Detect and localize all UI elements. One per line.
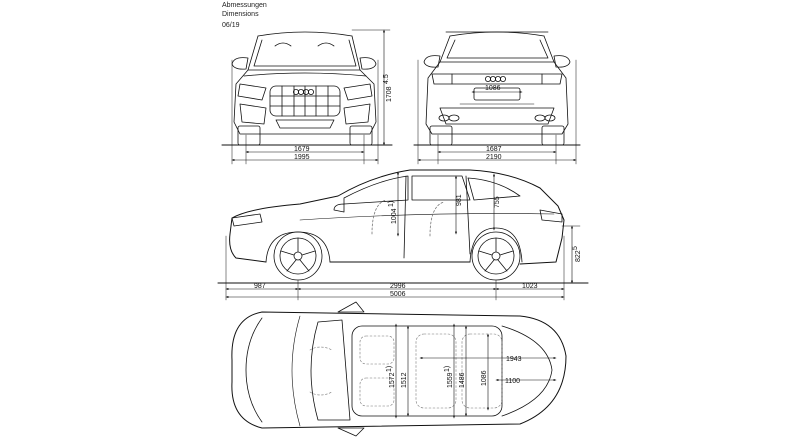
ground-sill-group: 822 5 <box>572 246 582 262</box>
headroom-rear-label: 981 <box>456 194 463 206</box>
front-height-sup: 4.5 <box>383 74 390 84</box>
rear-view <box>413 31 581 165</box>
headroom-front-group: 1004 1) <box>388 201 398 224</box>
front-overhang-label: 987 <box>254 283 266 290</box>
front-view <box>221 29 393 165</box>
revision-date: 06/19 <box>222 22 240 29</box>
shoulder-rear-label: 1486 <box>459 372 466 388</box>
rear-trunk-opening-label: 1086 <box>485 85 501 92</box>
front-width-label: 1995 <box>294 154 310 161</box>
rear-width-mirrors-label: 2190 <box>486 154 502 161</box>
elbow-rear-sup: 1) <box>444 366 451 372</box>
elbow-front-label: 1572 <box>389 372 396 388</box>
side-view <box>217 169 589 301</box>
rear-track-label: 1687 <box>486 146 502 153</box>
trunk-floor-label: 1100 <box>505 378 520 385</box>
shoulder-front-label: 1512 <box>401 372 408 388</box>
headroom-front-label: 1004 <box>391 208 398 224</box>
headroom-front-sup: 1) <box>388 201 395 207</box>
title-german: Abmessungen <box>222 2 267 9</box>
elbow-rear-group: 1559 1) <box>444 366 454 388</box>
load-height-label: 755 <box>494 196 501 208</box>
elbow-rear-label: 1559 <box>447 372 454 388</box>
rear-overhang-label: 1023 <box>522 283 538 290</box>
load-length-label: 1943 <box>506 356 522 363</box>
front-height-label: 1708 <box>386 86 393 102</box>
wheelbase-label: 2996 <box>390 283 406 290</box>
front-height-group: 1708 4.5 <box>383 74 393 102</box>
title-english: Dimensions <box>222 11 259 18</box>
front-track-label: 1679 <box>294 146 310 153</box>
top-view <box>231 301 567 437</box>
ground-sill-sup: 5 <box>572 246 579 250</box>
diagram-header: Abmessungen Dimensions 06/19 <box>222 1 267 30</box>
elbow-front-sup: 1) <box>386 366 393 372</box>
trunk-width-label: 1086 <box>481 370 488 386</box>
ground-sill-label: 822 <box>575 250 582 262</box>
elbow-front-group: 1572 1) <box>386 366 396 388</box>
overall-length-label: 5006 <box>390 291 406 298</box>
